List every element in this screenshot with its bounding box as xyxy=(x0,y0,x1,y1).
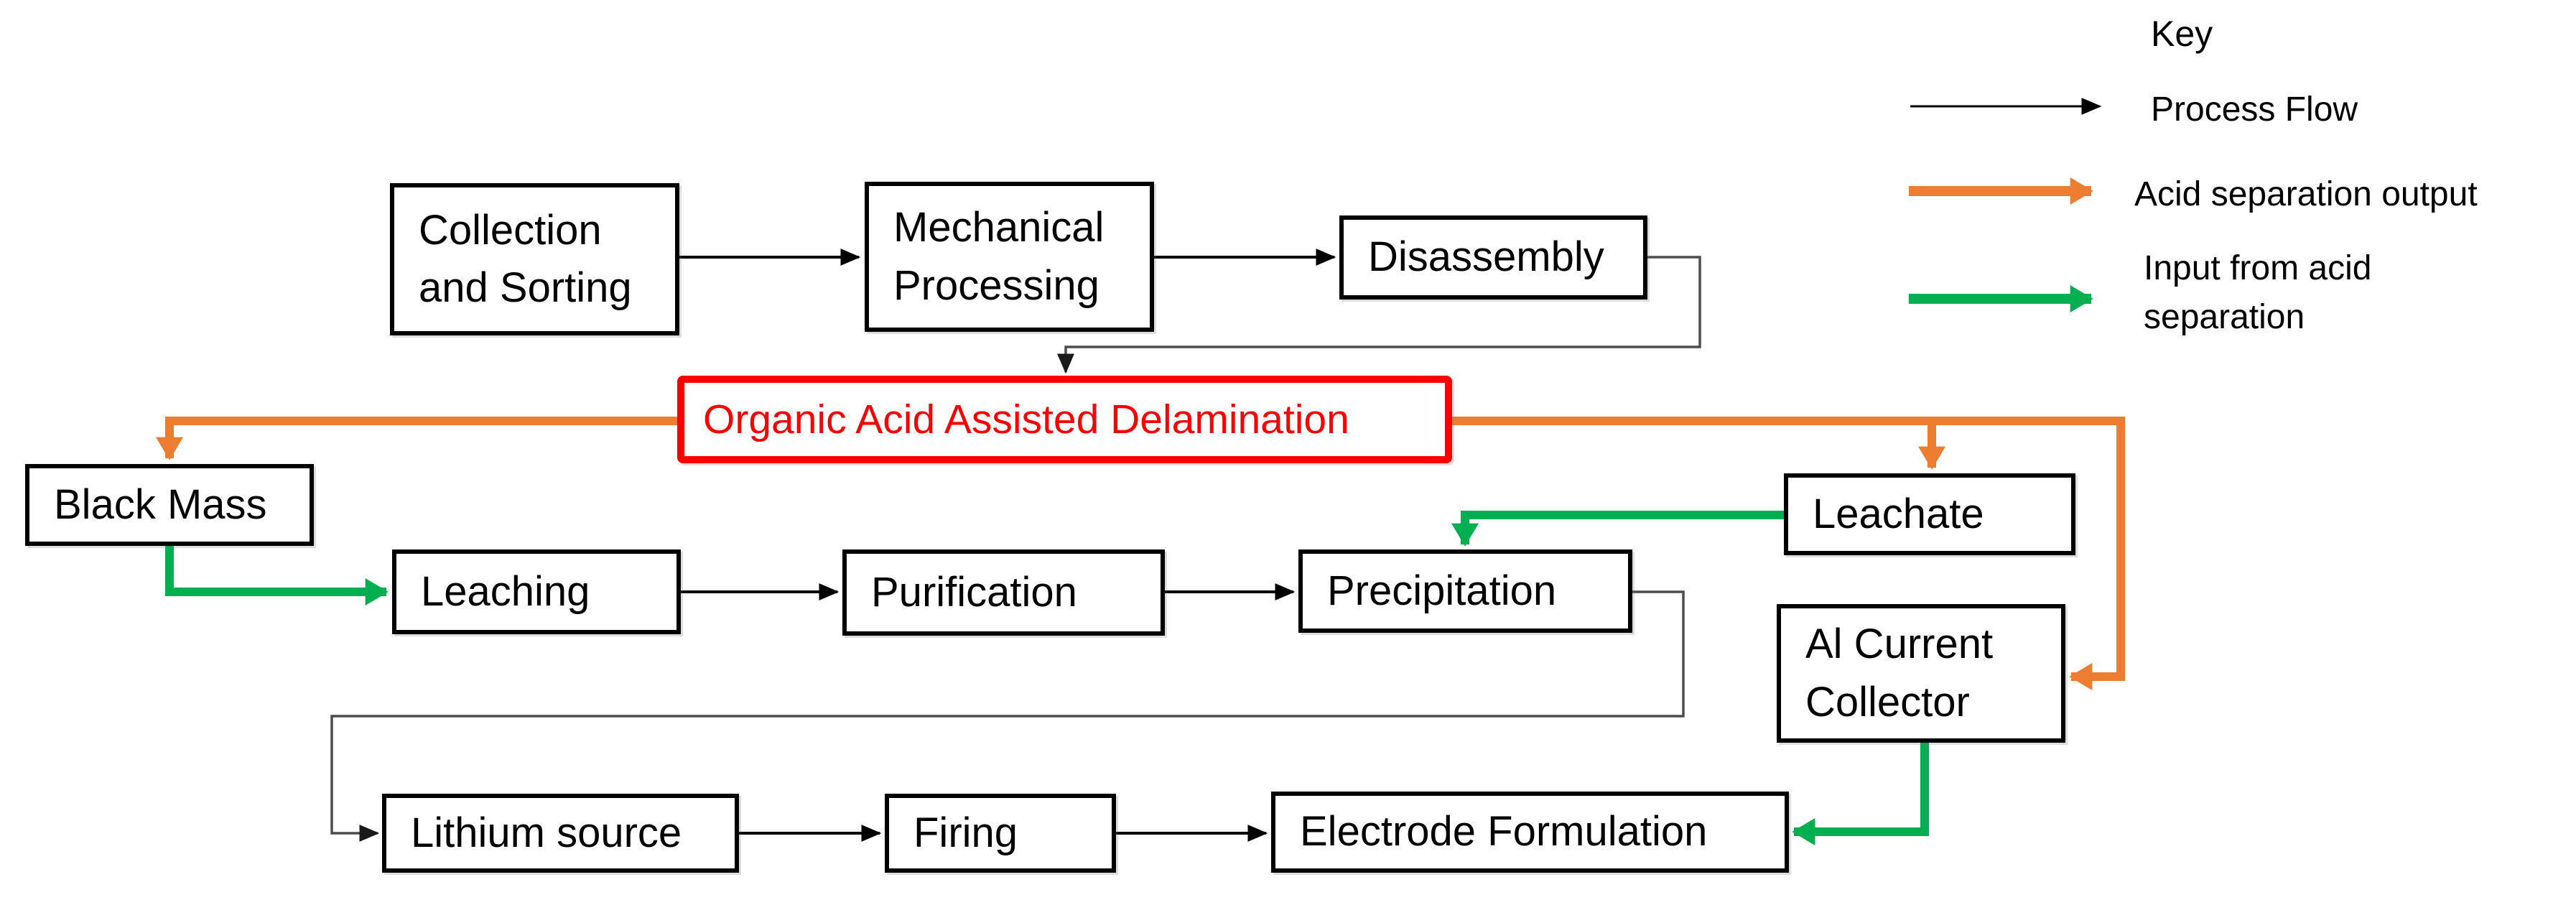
node-label: Mechanical Processing xyxy=(893,204,1105,309)
node-organic-acid-assisted-delamination: Organic Acid Assisted Delamination xyxy=(677,376,1452,463)
node-collection-and-sorting: Collection and Sorting xyxy=(390,183,679,335)
node-leachate: Leachate xyxy=(1784,473,2075,555)
node-label: Disassembly xyxy=(1368,233,1604,281)
node-al-current-collector: Al Current Collector xyxy=(1777,604,2065,743)
node-lithium-source: Lithium source xyxy=(382,794,739,873)
node-electrode-formulation: Electrode Formulation xyxy=(1271,792,1789,873)
node-label: Firing xyxy=(913,809,1018,856)
edge-disassembly-to-delamination xyxy=(1057,256,1701,374)
edge-delamination-to-al-current-collector xyxy=(1452,417,2125,690)
node-black-mass: Black Mass xyxy=(25,464,314,546)
node-disassembly: Disassembly xyxy=(1339,215,1647,300)
node-label: Leachate xyxy=(1813,490,1984,537)
node-label: Al Current Collector xyxy=(1805,621,1994,725)
node-label: Leaching xyxy=(421,567,590,615)
node-leaching: Leaching xyxy=(392,549,681,634)
node-label: Electrode Formulation xyxy=(1300,808,1708,855)
edge-precipitation-to-lithium-source xyxy=(330,590,1685,842)
node-label: Organic Acid Assisted Delamination xyxy=(703,396,1349,442)
edge-leachate-to-precipitation xyxy=(1451,511,1784,547)
edge-al-current-collector-to-electrode-formulation xyxy=(1792,743,1929,845)
node-purification: Purification xyxy=(842,549,1165,636)
edge-delamination-to-black-mass xyxy=(156,417,677,460)
edge-black-mass-to-leaching xyxy=(165,546,389,606)
node-label: Precipitation xyxy=(1327,567,1557,614)
node-label: Lithium source xyxy=(411,809,682,856)
node-label: Collection and Sorting xyxy=(419,206,632,311)
legend-label-acid-separation-output: Acid separation output xyxy=(2134,175,2478,213)
legend-title: Key xyxy=(2151,14,2213,54)
node-firing: Firing xyxy=(885,794,1116,873)
node-label: Black Mass xyxy=(54,481,267,528)
legend-label-process-flow: Process Flow xyxy=(2151,91,2358,129)
node-precipitation: Precipitation xyxy=(1298,549,1632,633)
node-mechanical-processing: Mechanical Processing xyxy=(865,182,1154,332)
legend-label-input-from-acid-separation: Input from acid separation xyxy=(2144,249,2372,337)
node-label: Purification xyxy=(871,568,1077,616)
